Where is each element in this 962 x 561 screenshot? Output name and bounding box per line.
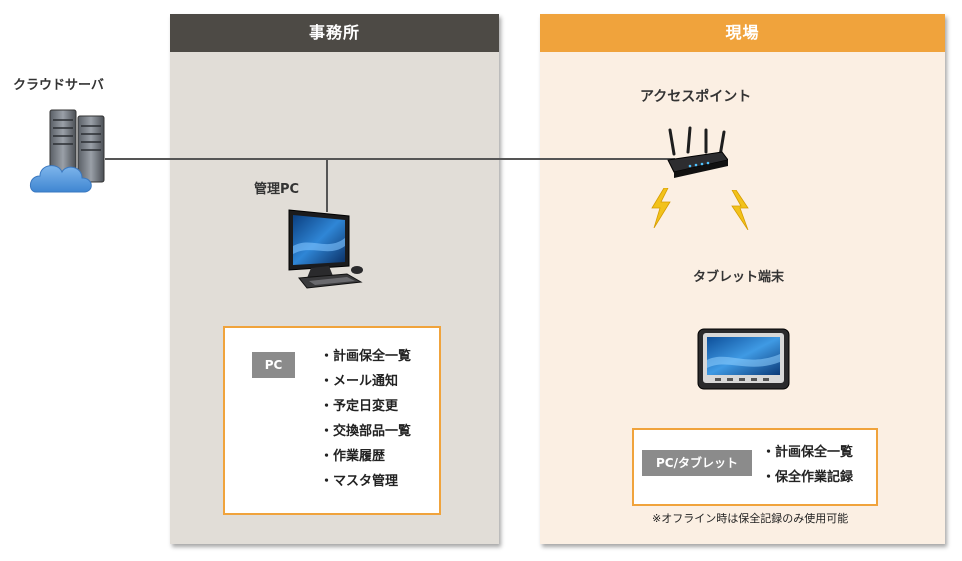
- pc-connection-line: [326, 158, 328, 212]
- tablet-feature-box: PC/タブレット 計画保全一覧 保全作業記録: [632, 428, 878, 506]
- router-icon: [666, 126, 729, 178]
- list-item: メール通知: [320, 369, 411, 394]
- pc-feature-list: 計画保全一覧 メール通知 予定日変更 交換部品一覧 作業履歴 マスタ管理: [320, 344, 411, 494]
- list-item: マスタ管理: [320, 469, 411, 494]
- lightning-icon: [648, 187, 672, 229]
- offline-note: ※オフライン時は保全記録のみ使用可能: [652, 512, 849, 525]
- pc-tablet-tag: PC/タブレット: [642, 450, 752, 476]
- list-item: 保全作業記録: [762, 465, 853, 490]
- site-panel: 現場: [540, 14, 945, 544]
- list-item: 作業履歴: [320, 444, 411, 469]
- management-pc-label: 管理PC: [254, 182, 300, 197]
- pc-tag: PC: [252, 352, 295, 378]
- network-line: [105, 158, 675, 160]
- monitor-icon: [285, 206, 371, 292]
- site-panel-title: 現場: [540, 14, 945, 52]
- tablet-feature-list: 計画保全一覧 保全作業記録: [762, 440, 853, 490]
- office-panel-title: 事務所: [170, 14, 499, 52]
- list-item: 交換部品一覧: [320, 419, 411, 444]
- cloud-server-label: クラウドサーバ: [13, 78, 104, 93]
- lightning-icon: [730, 189, 754, 231]
- list-item: 予定日変更: [320, 394, 411, 419]
- tablet-icon: [697, 328, 790, 390]
- list-item: 計画保全一覧: [762, 440, 853, 465]
- list-item: 計画保全一覧: [320, 344, 411, 369]
- tablet-label: タブレット端末: [693, 270, 785, 285]
- access-point-label: アクセスポイント: [640, 89, 752, 105]
- pc-feature-box: PC 計画保全一覧 メール通知 予定日変更 交換部品一覧 作業履歴 マスタ管理: [223, 326, 441, 515]
- server-cloud-icon: [28, 108, 110, 198]
